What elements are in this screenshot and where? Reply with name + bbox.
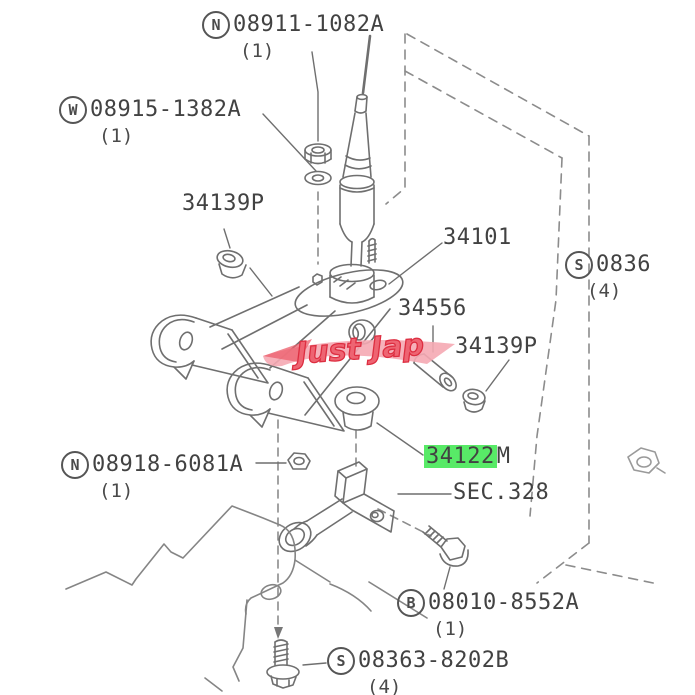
part-qty: (1) [433,618,468,640]
part-label-34122m-highlighted: 34122 M [424,445,510,468]
part-label-34556: 34556 [398,297,467,320]
part-number: 34101 [443,225,512,250]
part-label-34139p-upper: 34139P [182,192,264,215]
part-qty: (4) [367,676,402,695]
screw-08363 [266,639,300,689]
circled-letter: S [565,251,593,279]
part-label-08363: S 08363-8202B (4) [327,647,509,695]
circled-letter: B [397,589,425,617]
circled-letter: N [61,451,89,479]
insulator-34122m [334,386,380,431]
part-number: 08911-1082A [233,12,385,38]
part-number: 08918-6081A [92,452,244,478]
part-qty: (1) [99,480,134,502]
nut-08918 [287,452,311,470]
part-number: 08915-1382A [90,97,242,123]
part-qty: (1) [240,40,275,62]
washer-08915 [304,170,332,186]
part-label-08918: N 08918-6081A (1) [61,451,243,502]
part-number: 34556 [398,296,467,321]
transmission-housing [65,505,428,692]
arrow-down-icon [274,627,283,639]
partial-bolt-right [627,447,666,474]
grommet-34139p-lower [462,388,486,413]
part-label-08915: W 08915-1382A (1) [59,96,241,147]
section-number: SEC.328 [453,480,550,505]
part-label-34139p-lower: 34139P [455,335,537,358]
part-number: 34139P [182,191,265,216]
part-number: 08010-8552A [428,590,580,616]
part-qty: (1) [99,125,134,147]
part-label-08010: B 08010-8552A (1) [397,589,579,640]
highlighted-part-number: 34122 [424,444,497,469]
circled-letter: W [59,96,87,124]
part-qty: (4) [587,280,622,302]
part-label-08911: N 08911-1082A (1) [202,11,384,62]
console-outline-dashed [385,33,659,585]
shift-rod-sec328 [278,461,395,553]
watermark-swoosh [263,339,455,367]
part-number: 0836 [596,252,651,278]
part-label-0836-truncated: S 0836 (4) [565,251,651,302]
part-number: 08363-8202B [358,648,510,674]
part-number: 34139P [455,334,538,359]
part-number-suffix: M [496,444,511,469]
circled-letter: N [202,11,230,39]
gear-lever [329,34,375,304]
grommet-34139p-upper [216,249,247,279]
circled-letter: S [327,647,355,675]
bolt-08010 [422,525,469,567]
nut-08911 [304,143,332,165]
alignment-dashed-lines [277,191,432,627]
part-label-34101: 34101 [443,226,512,249]
section-label-sec328: SEC.328 [453,481,549,504]
